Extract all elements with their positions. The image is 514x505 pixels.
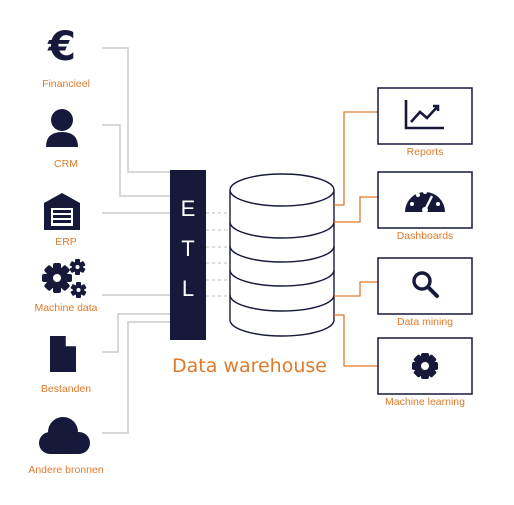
output-label-dashboards: Dashboards xyxy=(396,230,454,242)
cloud-icon xyxy=(39,417,90,454)
euro-icon: € xyxy=(47,24,76,70)
source-connectors xyxy=(102,47,170,434)
output-connectors xyxy=(334,111,378,367)
etl-bar xyxy=(170,170,206,340)
output-label-machine-learning: Machine learning xyxy=(385,396,465,408)
chart-icon xyxy=(404,100,444,130)
source-label-machine-data: Machine data xyxy=(34,302,98,314)
etl-letter-t: T xyxy=(181,236,195,261)
etl-letter-l: L xyxy=(181,276,195,301)
etl-letter-e: E xyxy=(180,196,196,221)
source-label-bestanden: Bestanden xyxy=(40,383,92,395)
gauge-icon xyxy=(405,190,445,213)
file-icon xyxy=(50,336,76,372)
source-label-crm: CRM xyxy=(54,158,78,170)
output-label-reports: Reports xyxy=(406,146,444,158)
source-label-financieel: Financieel xyxy=(42,78,90,90)
gears-icon xyxy=(42,259,87,298)
source-label-andere-bronnen: Andere bronnen xyxy=(28,464,104,476)
data-warehouse-cylinder xyxy=(229,173,335,337)
etl-dashed-links xyxy=(206,212,232,297)
gear-icon xyxy=(412,353,438,379)
source-label-erp: ERP xyxy=(55,236,77,248)
data-warehouse-label: Data warehouse xyxy=(172,355,327,377)
warehouse-icon xyxy=(44,193,80,230)
user-icon xyxy=(46,109,78,147)
data-mining-box xyxy=(377,257,473,315)
svg-text:€: € xyxy=(47,24,76,70)
output-label-data-mining: Data mining xyxy=(396,316,454,328)
search-icon xyxy=(412,271,439,298)
